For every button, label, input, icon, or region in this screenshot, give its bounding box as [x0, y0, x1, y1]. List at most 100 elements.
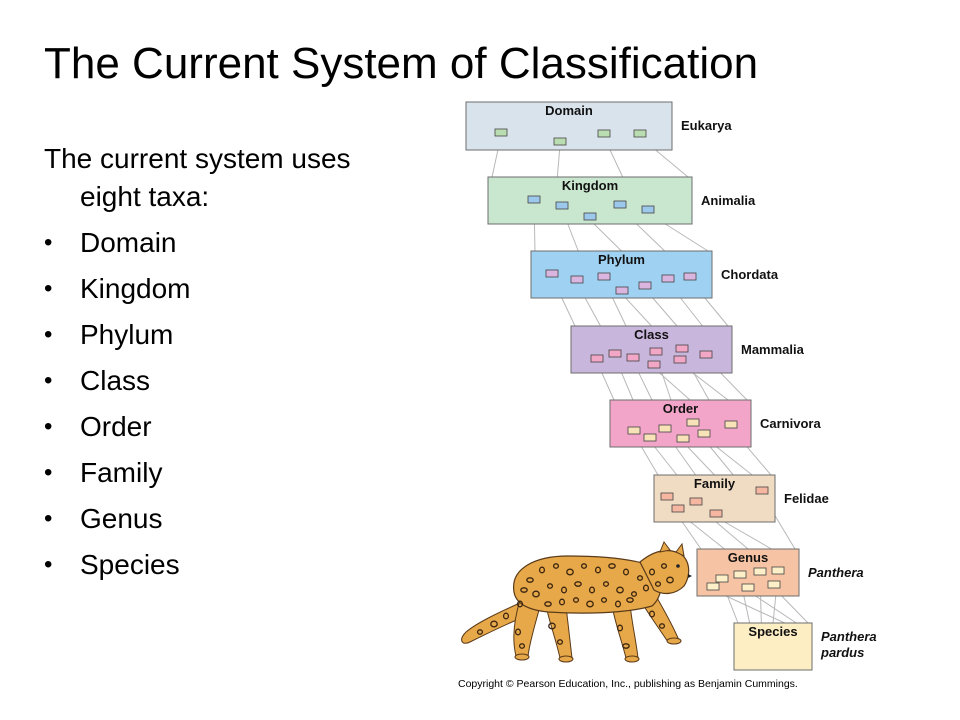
subgroup-marker — [771, 566, 785, 575]
subgroup-marker — [686, 418, 700, 427]
subgroup-marker — [689, 497, 703, 506]
subgroup-marker — [706, 582, 720, 591]
taxa-list-item: • Kingdom — [44, 269, 191, 315]
connector-line — [589, 219, 622, 252]
subgroup-marker — [741, 583, 755, 592]
taxa-list-item: • Domain — [44, 223, 191, 269]
connector-line — [621, 293, 652, 327]
taxa-label: Phylum — [80, 319, 174, 350]
subgroup-marker — [553, 137, 567, 146]
bullet-icon: • — [44, 505, 53, 532]
rank-box-rect — [465, 101, 673, 151]
rank-boxes: DomainEukaryaKingdomAnimaliaPhylumChorda… — [465, 101, 877, 671]
bullet-icon: • — [44, 367, 53, 394]
subgroup-marker — [597, 129, 611, 138]
taxa-list-item: • Phylum — [44, 315, 191, 361]
subgroup-marker — [671, 504, 685, 513]
taxon-name: Eukarya — [681, 118, 732, 133]
subgroup-marker — [733, 570, 747, 579]
subgroup-marker — [641, 205, 655, 214]
rank-label: Phylum — [598, 252, 645, 267]
subgroup-marker — [658, 424, 672, 433]
copyright-notice: Copyright © Pearson Education, Inc., pub… — [458, 678, 798, 690]
bullet-icon: • — [44, 275, 53, 302]
subgroup-marker — [683, 272, 697, 281]
subgroup-marker — [597, 272, 611, 281]
subgroup-marker — [633, 129, 647, 138]
rank-label: Domain — [545, 103, 593, 118]
subgroup-marker — [697, 429, 711, 438]
subgroup-marker — [626, 353, 640, 362]
subgroup-marker — [627, 426, 641, 435]
bullet-icon: • — [44, 551, 53, 578]
subgroup-marker — [555, 201, 569, 210]
subgroup-marker — [673, 355, 687, 364]
subgroup-marker — [638, 281, 652, 290]
subgroup-marker — [545, 269, 559, 278]
subgroup-marker — [649, 347, 663, 356]
taxa-list-item: • Family — [44, 453, 191, 499]
taxa-list-item: •Genus — [44, 499, 191, 545]
subgroup-marker — [570, 275, 584, 284]
rank-box-rect — [733, 622, 813, 671]
taxon-name: Carnivora — [760, 416, 821, 431]
taxa-list: • Domain • Kingdom • Phylum • Class • Order •… — [44, 223, 191, 591]
subgroup-marker — [753, 567, 767, 576]
taxa-list-item: • Class — [44, 361, 191, 407]
subgroup-marker — [608, 349, 622, 358]
subgroup-marker — [643, 433, 657, 442]
bullet-icon: • — [44, 459, 53, 486]
subgroup-marker — [709, 509, 723, 518]
intro-line-2: eight taxa: — [80, 181, 210, 212]
subgroup-marker — [613, 200, 627, 209]
taxon-name: Chordata — [721, 267, 779, 282]
rank-label: Kingdom — [562, 178, 618, 193]
subgroup-marker — [699, 350, 713, 359]
taxa-list-item: • Order — [44, 407, 191, 453]
rank-label: Genus — [728, 550, 768, 565]
subgroup-marker — [494, 128, 508, 137]
subgroup-marker — [615, 286, 629, 295]
intro-line-1: The current system uses — [44, 143, 351, 174]
subgroup-marker — [755, 486, 769, 495]
taxa-label: Order — [80, 411, 152, 442]
rank-label: Order — [663, 401, 698, 416]
taxa-label: Domain — [80, 227, 177, 258]
bullet-icon: • — [44, 229, 53, 256]
taxon-name: Felidae — [784, 491, 829, 506]
taxon-name: Mammalia — [741, 342, 805, 357]
subgroup-marker — [647, 360, 661, 369]
bullet-icon: • — [44, 413, 53, 440]
rank-label: Class — [634, 327, 669, 342]
taxa-label: Species — [80, 549, 180, 580]
rank-label: Family — [694, 476, 736, 491]
taxa-label: Kingdom — [80, 273, 191, 304]
subgroup-marker — [675, 344, 689, 353]
leopard-illustration — [461, 540, 692, 663]
subgroup-marker — [527, 195, 541, 204]
taxa-label: Family — [80, 457, 163, 488]
rank-label: Species — [748, 624, 797, 639]
taxa-list-item: • Species — [44, 545, 191, 591]
taxon-name: Panthera — [808, 565, 864, 580]
bullet-icon: • — [44, 321, 53, 348]
subgroup-marker — [583, 212, 597, 221]
subgroup-marker — [590, 354, 604, 363]
intro-text: The current system uses eight taxa: — [44, 140, 424, 216]
subgroup-marker — [724, 420, 738, 429]
taxon-name: Animalia — [701, 193, 756, 208]
subgroup-marker — [676, 434, 690, 443]
subgroup-marker — [660, 492, 674, 501]
subgroup-marker — [661, 274, 675, 283]
leopard-head — [639, 549, 690, 595]
taxa-label: Class — [80, 365, 151, 396]
